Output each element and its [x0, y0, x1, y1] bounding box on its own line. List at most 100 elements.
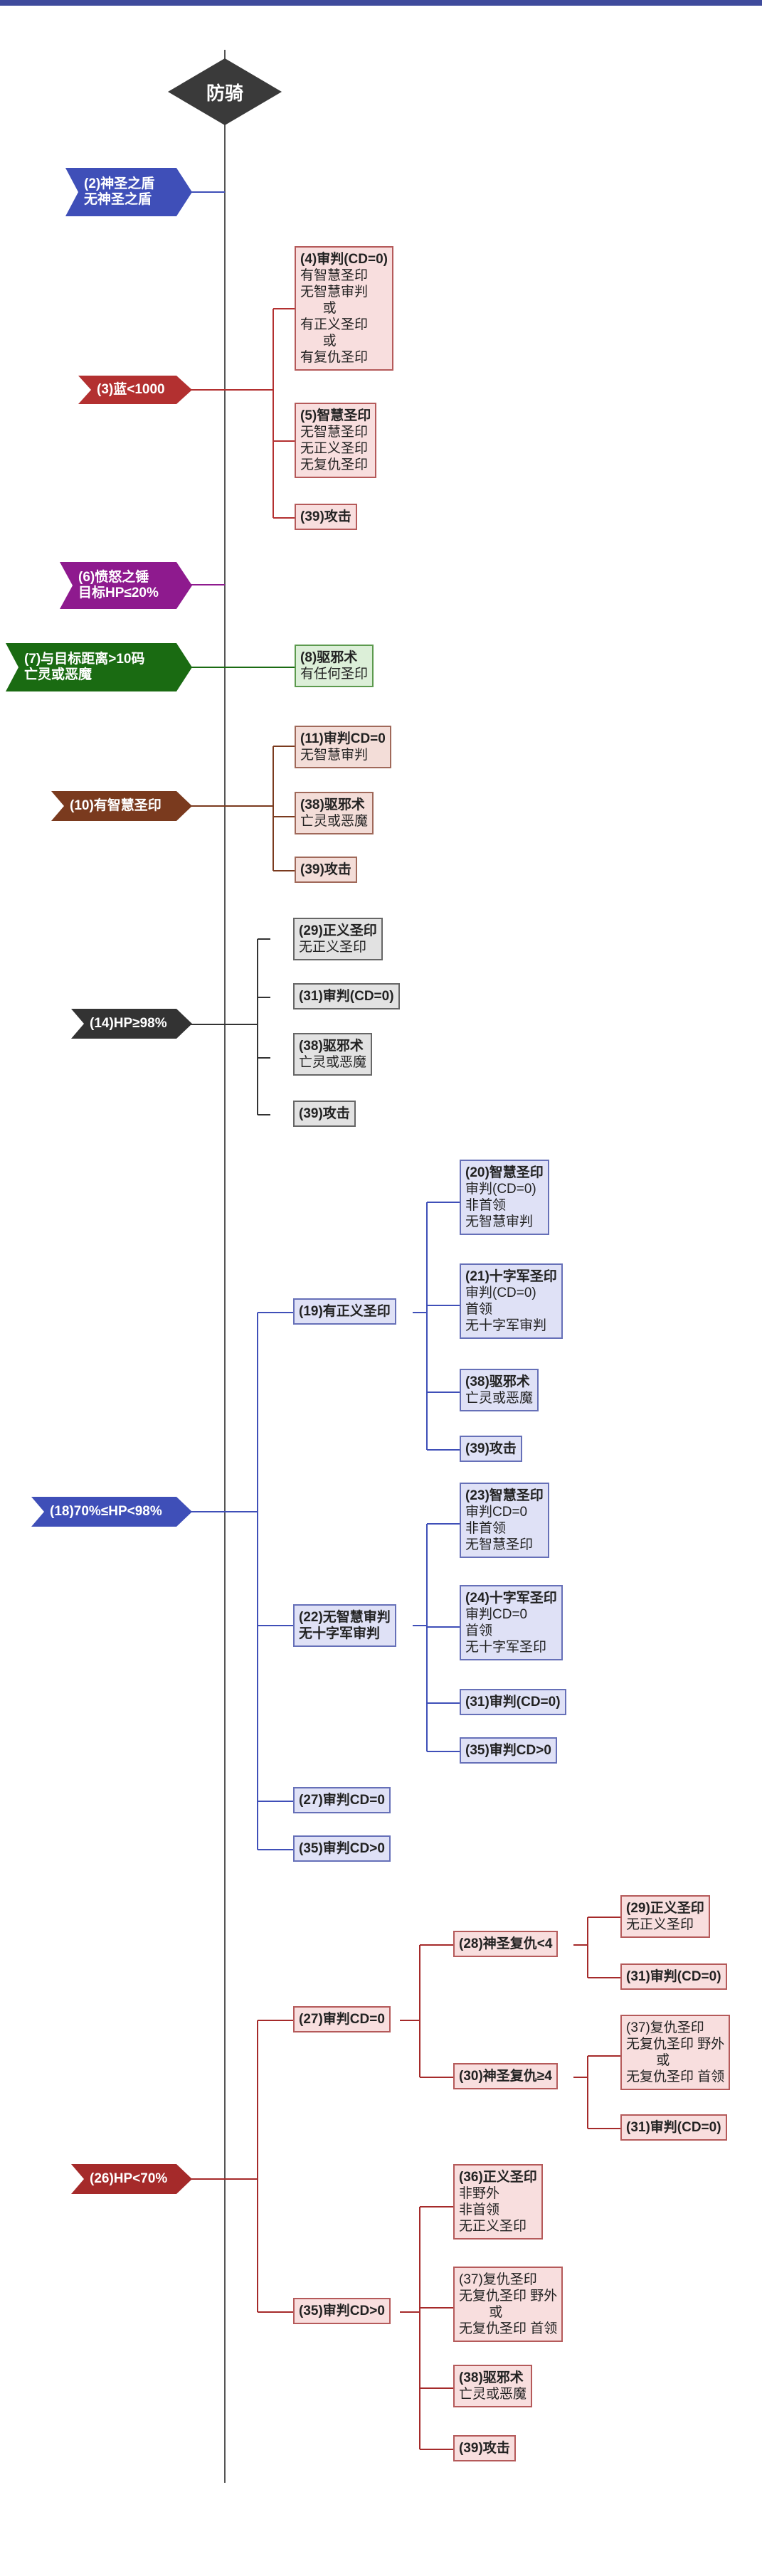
node-23: (23)智慧圣印审判CD=0 非首领 无智慧圣印 — [460, 1483, 549, 1558]
node-title: (31)审判(CD=0) — [626, 2120, 721, 2135]
node-31: (31)审判(CD=0) — [620, 2114, 727, 2141]
node-title: (38)驱邪术 — [300, 797, 365, 812]
node-title: (27)审判CD=0 — [299, 2012, 385, 2027]
top-accent-bar — [0, 0, 762, 6]
node-title: (39)攻击 — [299, 1106, 350, 1121]
node-body: 非野外 非首领 无正义圣印 — [459, 2186, 527, 2234]
node-title: (29)正义圣印 — [299, 923, 377, 938]
node-title: (38)驱邪术 — [299, 1039, 364, 1054]
node-title: (8)驱邪术 — [300, 650, 358, 665]
node-title: (35)审判CD>0 — [299, 1841, 385, 1856]
node-title: (38)驱邪术 — [465, 1374, 530, 1389]
condition-line: 目标HP≤20% — [78, 585, 159, 600]
node-title: (31)审判(CD=0) — [299, 989, 394, 1004]
node-39-attack: (39)攻击 — [295, 504, 357, 530]
node-38-exorcism: (38)驱邪术亡灵或恶魔 — [460, 1369, 539, 1411]
node-30: (30)神圣复仇≥4 — [453, 2063, 558, 2089]
node-body: 无智慧圣印 无正义圣印 无复仇圣印 — [300, 425, 369, 472]
node-title: (31)审判(CD=0) — [465, 1695, 561, 1710]
node-body: 审判CD=0 首领 无十字军圣印 — [465, 1607, 547, 1655]
node-38-exorcism: (38)驱邪术亡灵或恶魔 — [453, 2365, 533, 2407]
condition-line: 亡灵或恶魔 — [24, 667, 92, 682]
node-36: (36)正义圣印非野外 非首领 无正义圣印 — [453, 2164, 543, 2240]
condition-14: (14)HP≥98% — [71, 1009, 192, 1039]
node-title: (24)十字军圣印 — [465, 1591, 557, 1606]
node-28: (28)神圣复仇<4 — [453, 1931, 559, 1957]
node-title: (39)攻击 — [300, 509, 351, 524]
condition-26: (26)HP<70% — [71, 2164, 192, 2194]
node-title: (20)智慧圣印 — [465, 1165, 544, 1180]
node-body: 审判CD=0 非首领 无智慧圣印 — [465, 1505, 534, 1552]
node-title: (38)驱邪术 — [459, 2370, 524, 2385]
node-body: 无正义圣印 — [626, 1917, 694, 1932]
node-body: 审判(CD=0) 非首领 无智慧审判 — [465, 1182, 536, 1229]
condition-line: (18)70%≤HP<98% — [50, 1504, 162, 1519]
condition-line: (3)蓝<1000 — [97, 382, 165, 397]
node-31: (31)审判(CD=0) — [620, 1963, 727, 1990]
node-31: (31)审判(CD=0) — [293, 983, 400, 1009]
node-title: (21)十字军圣印 — [465, 1269, 557, 1284]
node-22: (22)无智慧审判 无十字军审判 — [293, 1604, 396, 1647]
node-39-attack: (39)攻击 — [453, 2435, 516, 2461]
node-31: (31)审判(CD=0) — [460, 1689, 566, 1715]
node-20: (20)智慧圣印审判(CD=0) 非首领 无智慧审判 — [460, 1160, 549, 1235]
node-title: (4)审判(CD=0) — [300, 252, 388, 267]
node-title: (35)审判CD>0 — [299, 2304, 385, 2318]
node-37: (37)复仇圣印 无复仇圣印 野外 或 无复仇圣印 首领 — [620, 2015, 731, 2090]
node-body: 亡灵或恶魔 — [459, 2387, 527, 2402]
node-35: (35)审判CD>0 — [460, 1737, 557, 1764]
condition-line: 无神圣之盾 — [84, 192, 152, 207]
node-title: (19)有正义圣印 — [299, 1304, 391, 1319]
node-4: (4)审判(CD=0)有智慧圣印 无智慧审判 或 有正义圣印 或 有复仇圣印 — [295, 246, 393, 371]
condition-3: (3)蓝<1000 — [78, 376, 192, 404]
node-29: (29)正义圣印无正义圣印 — [620, 1895, 710, 1938]
condition-7: (7)与目标距离>10码亡灵或恶魔 — [6, 643, 192, 691]
condition-line: (7)与目标距离>10码 — [24, 652, 145, 667]
node-35: (35)审判CD>0 — [293, 2298, 391, 2324]
node-body: 亡灵或恶魔 — [300, 814, 369, 829]
node-title: (31)审判(CD=0) — [626, 1969, 721, 1984]
node-title: (39)攻击 — [300, 862, 351, 877]
node-title: (29)正义圣印 — [626, 1901, 704, 1916]
node-title: (35)审判CD>0 — [465, 1743, 551, 1758]
condition-line: (2)神圣之盾 — [84, 176, 155, 191]
condition-2: (2)神圣之盾无神圣之盾 — [65, 168, 192, 216]
node-body: (37)复仇圣印 无复仇圣印 野外 或 无复仇圣印 首领 — [626, 2020, 725, 2084]
node-35: (35)审判CD>0 — [293, 1835, 391, 1862]
node-27: (27)审判CD=0 — [293, 1787, 391, 1813]
node-body: 亡灵或恶魔 — [465, 1391, 534, 1406]
node-title: (22)无智慧审判 无十字军审判 — [299, 1610, 391, 1641]
condition-line: (6)愤怒之锤 — [78, 570, 149, 585]
node-38-exorcism: (38)驱邪术亡灵或恶魔 — [295, 792, 374, 834]
node-8: (8)驱邪术有任何圣印 — [295, 645, 374, 687]
node-title: (39)攻击 — [465, 1441, 517, 1456]
node-body: 有任何圣印 — [300, 667, 369, 682]
node-title: (27)审判CD=0 — [299, 1793, 385, 1808]
node-39-attack: (39)攻击 — [295, 857, 357, 883]
root-label: 防骑 — [206, 82, 243, 104]
node-11: (11)审判CD=0 无智慧审判 — [295, 726, 391, 768]
node-body: 无智慧审判 — [300, 748, 369, 763]
node-24: (24)十字军圣印审判CD=0 首领 无十字军圣印 — [460, 1585, 563, 1660]
node-39-attack: (39)攻击 — [460, 1436, 522, 1462]
node-27: (27)审判CD=0 — [293, 2006, 391, 2032]
node-title: (5)智慧圣印 — [300, 408, 371, 423]
node-body: 有智慧圣印 无智慧审判 或 有正义圣印 或 有复仇圣印 — [300, 268, 369, 365]
node-title: (23)智慧圣印 — [465, 1488, 544, 1503]
node-body: 审判(CD=0) 首领 无十字军审判 — [465, 1286, 547, 1333]
node-title: (30)神圣复仇≥4 — [459, 2069, 552, 2084]
node-29: (29)正义圣印无正义圣印 — [293, 918, 383, 960]
node-19: (19)有正义圣印 — [293, 1298, 396, 1325]
condition-line: (26)HP<70% — [90, 2171, 168, 2186]
node-39-attack: (39)攻击 — [293, 1101, 356, 1127]
node-body: (37)复仇圣印 无复仇圣印 野外 或 无复仇圣印 首领 — [459, 2272, 558, 2336]
condition-18: (18)70%≤HP<98% — [31, 1497, 192, 1527]
condition-10: (10)有智慧圣印 — [51, 791, 192, 821]
node-title: (11)审判CD=0 — [300, 731, 386, 746]
node-37: (37)复仇圣印 无复仇圣印 野外 或 无复仇圣印 首领 — [453, 2267, 563, 2342]
condition-6: (6)愤怒之锤目标HP≤20% — [60, 562, 192, 609]
node-body: 亡灵或恶魔 — [299, 1055, 367, 1070]
node-21: (21)十字军圣印审判(CD=0) 首领 无十字军审判 — [460, 1263, 563, 1339]
condition-line: (14)HP≥98% — [90, 1016, 167, 1031]
